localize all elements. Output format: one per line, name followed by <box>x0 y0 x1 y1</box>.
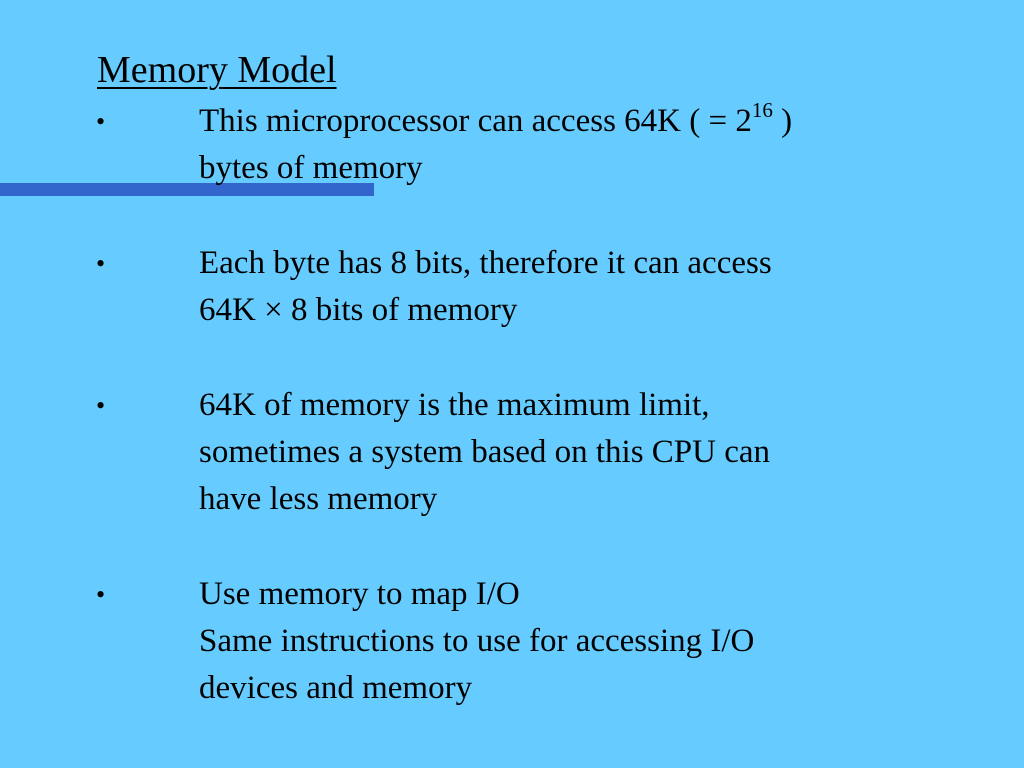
bullet-item: • This microprocessor can access 64K ( =… <box>0 98 1024 192</box>
bullet-text: This microprocessor can access 64K ( = 2… <box>199 98 989 192</box>
bullet-list: • This microprocessor can access 64K ( =… <box>0 98 1024 760</box>
bullet-item: • 64K of memory is the maximum limit, so… <box>0 382 1024 523</box>
bullet-line: have less memory <box>199 481 438 517</box>
bullet-line: Each byte has 8 bits, therefore it can a… <box>199 245 772 281</box>
bullet-text: 64K of memory is the maximum limit, some… <box>199 382 989 523</box>
bullet-item: • Use memory to map I/O Same instruction… <box>0 571 1024 712</box>
bullet-icon: • <box>96 580 106 609</box>
bullet-line: Same instructions to use for accessing I… <box>199 623 755 659</box>
bullet-line: sometimes a system based on this CPU can <box>199 434 771 470</box>
bullet-icon: • <box>96 391 106 420</box>
accent-bar <box>0 183 374 196</box>
bullet-text: Each byte has 8 bits, therefore it can a… <box>199 240 989 334</box>
slide-title: Memory Model <box>97 49 337 91</box>
bullet-item: • Each byte has 8 bits, therefore it can… <box>0 240 1024 334</box>
bullet-line: devices and memory <box>199 670 473 706</box>
superscript-exponent: 16 <box>751 98 773 122</box>
bullet-icon: • <box>96 249 106 278</box>
bullet-icon: • <box>96 107 106 136</box>
bullet-line: 64K × 8 bits of memory <box>199 292 518 328</box>
bullet-line: bytes of memory <box>199 150 423 186</box>
bullet-line-text: This microprocessor can access 64K ( = 2 <box>199 103 752 139</box>
bullet-line: Use memory to map I/O <box>199 576 520 612</box>
bullet-line: 64K of memory is the maximum limit, <box>199 387 710 423</box>
bullet-line-text: ) <box>772 103 793 139</box>
bullet-line: This microprocessor can access 64K ( = 2… <box>199 98 989 145</box>
bullet-text: Use memory to map I/O Same instructions … <box>199 571 989 712</box>
